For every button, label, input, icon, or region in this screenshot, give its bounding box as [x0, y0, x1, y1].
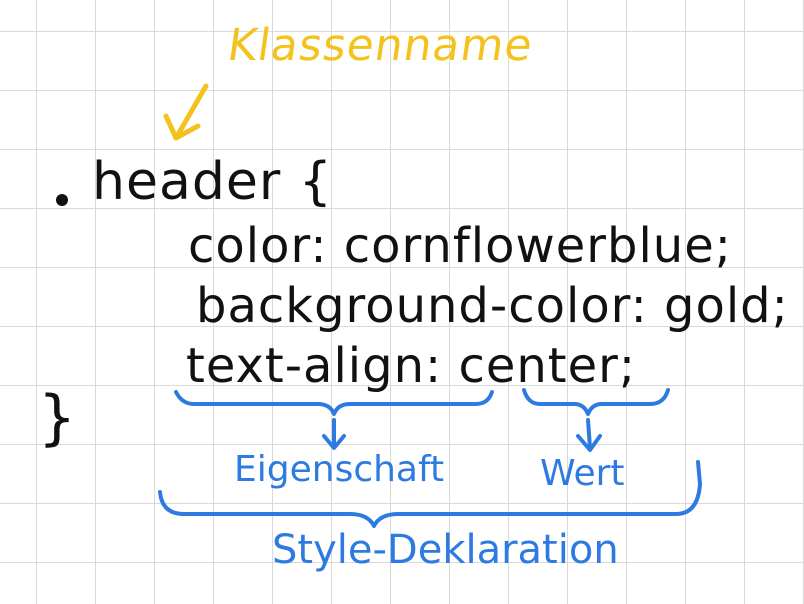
property-arrow-icon	[322, 418, 346, 450]
value-annotation: Wert	[540, 453, 625, 494]
style-declaration-annotation: Style-Deklaration	[272, 527, 619, 573]
close-brace: }	[38, 383, 77, 453]
css-selector-line: header {	[92, 156, 333, 208]
declaration-background-color: background-color: gold;	[196, 278, 789, 334]
property-annotation: Eigenschaft	[234, 449, 445, 490]
value-arrow-icon	[576, 418, 602, 452]
class-name-annotation: Klassenname	[224, 20, 537, 71]
declaration-color: color: cornflowerblue;	[188, 218, 732, 274]
declaration-text-align: text-align: center;	[186, 338, 637, 394]
property-brace	[174, 390, 494, 416]
selector-name: header	[92, 152, 282, 212]
open-brace: {	[298, 152, 333, 212]
class-dot	[56, 194, 68, 206]
class-arrow-icon	[163, 83, 209, 141]
